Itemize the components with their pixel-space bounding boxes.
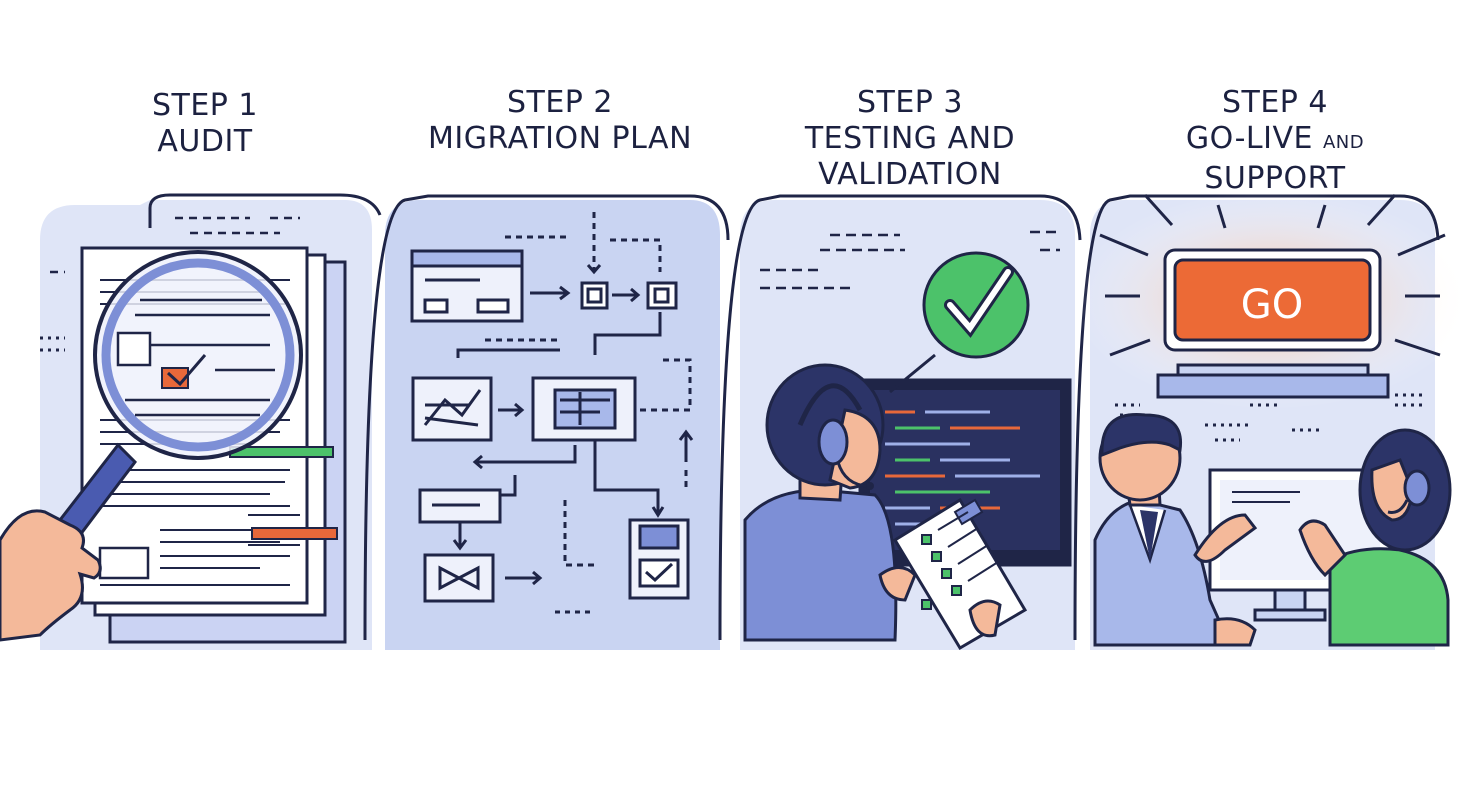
step-2-title: STEP 2 MIGRATION PLAN — [400, 85, 720, 157]
speed-lines — [760, 230, 1060, 290]
audit-panel-outline — [148, 193, 382, 228]
step-3-label-line-1: TESTING AND — [804, 121, 1016, 156]
burst-lines — [1099, 193, 1446, 357]
go-live-panel-outline — [1073, 194, 1440, 641]
step-2-label: MIGRATION PLAN — [427, 121, 693, 156]
migration-panel-outline — [363, 194, 730, 641]
hand-icon — [0, 509, 102, 642]
step-1-label: AUDIT — [157, 124, 253, 159]
tester-person — [743, 488, 898, 642]
step-3-title: STEP 3 TESTING AND VALIDATION — [790, 85, 1030, 193]
dashed-lines — [50, 216, 300, 274]
code-lines — [885, 410, 1040, 526]
checklist-items — [921, 511, 999, 610]
step-4-number: STEP 4 — [1221, 85, 1329, 120]
step-4-label-and: AND — [1322, 132, 1365, 153]
step-3-label-line-2: VALIDATION — [818, 157, 1002, 192]
support-man — [1093, 498, 1233, 647]
step-1-title: STEP 1 AUDIT — [100, 88, 310, 160]
document-box — [98, 546, 150, 580]
migration-plan-panel — [363, 194, 730, 650]
flowchart — [410, 212, 694, 614]
background-dots — [40, 336, 1280, 407]
testing-panel — [718, 194, 1082, 651]
orange-highlight — [251, 527, 338, 540]
support-woman — [1328, 547, 1450, 647]
go-live-panel: GO — [1072, 190, 1466, 650]
audit-panel — [0, 193, 382, 650]
step-2-number: STEP 2 — [506, 85, 614, 120]
magnifying-glass-icon — [93, 250, 303, 460]
headset-icon — [797, 383, 863, 426]
testing-panel-outline — [718, 194, 1082, 641]
woman-headset-icon — [1403, 469, 1431, 507]
step-1-number: STEP 1 — [151, 88, 259, 123]
step-4-label-line-1: GO-LIVE — [1185, 121, 1313, 156]
go-button-label: GO — [1241, 282, 1303, 328]
go-button[interactable] — [1173, 258, 1372, 342]
step-titles: STEP 1 AUDIT STEP 2 MIGRATION PLAN STEP … — [0, 0, 1466, 196]
checkmark-icon — [166, 354, 207, 387]
step-3-number: STEP 3 — [856, 85, 964, 120]
magnified-lines — [125, 298, 275, 417]
